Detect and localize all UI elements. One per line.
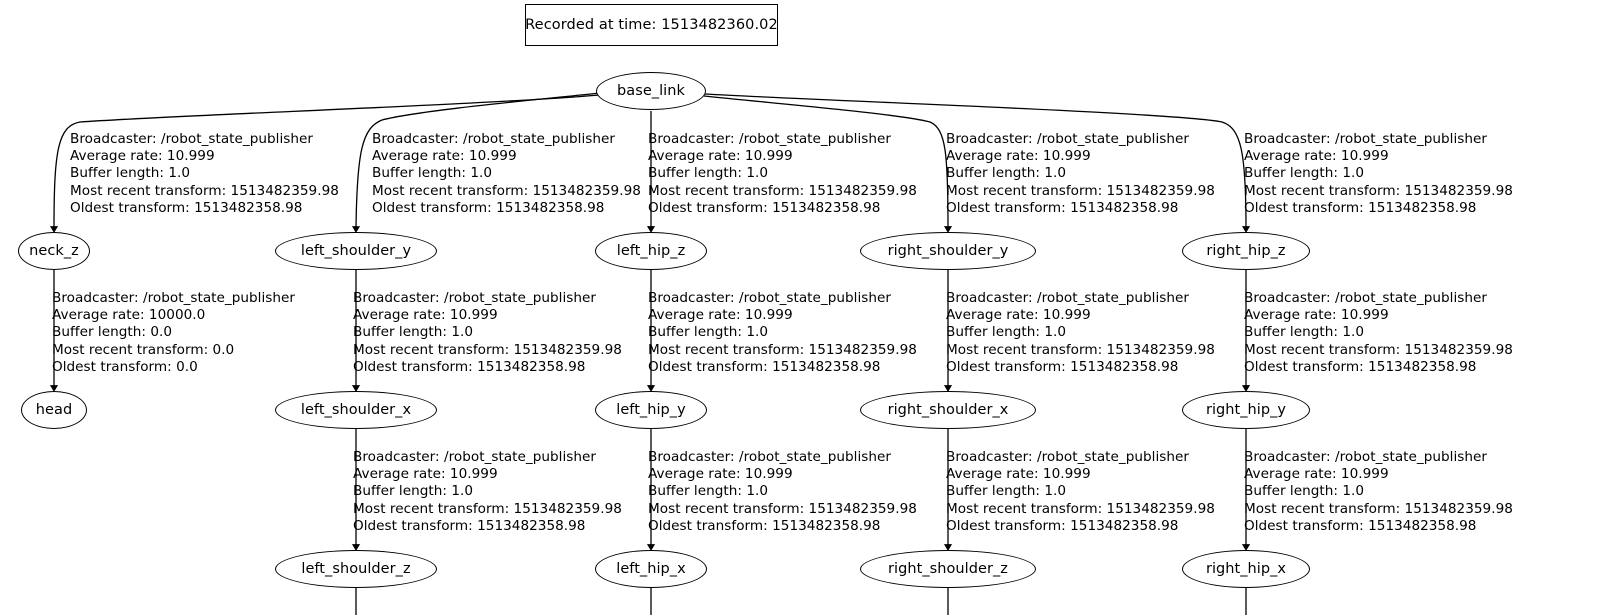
tf-node-head[interactable]: head xyxy=(21,391,87,429)
edge-label-9: Broadcaster: /robot_state_publisher Aver… xyxy=(1244,290,1513,375)
node-label: left_shoulder_z xyxy=(301,561,411,577)
tf-node-right-shoulder-z[interactable]: right_shoulder_z xyxy=(860,550,1036,588)
tf-node-left-hip-y[interactable]: left_hip_y xyxy=(595,391,707,429)
tf-node-right-hip-y[interactable]: right_hip_y xyxy=(1182,391,1310,429)
node-label: right_hip_y xyxy=(1205,402,1287,418)
node-label: right_shoulder_y xyxy=(887,243,1009,259)
edge-label-0: Broadcaster: /robot_state_publisher Aver… xyxy=(70,131,339,216)
node-label: head xyxy=(35,402,73,418)
edge-label-10: Broadcaster: /robot_state_publisher Aver… xyxy=(353,449,622,534)
edge-label-7: Broadcaster: /robot_state_publisher Aver… xyxy=(648,290,917,375)
tf-root-node-base-link[interactable]: base_link xyxy=(596,72,706,110)
tf-node-right-hip-x[interactable]: right_hip_x xyxy=(1182,550,1310,588)
node-label: right_hip_x xyxy=(1205,561,1287,577)
node-label: left_hip_z xyxy=(616,243,686,259)
edge-label-13: Broadcaster: /robot_state_publisher Aver… xyxy=(1244,449,1513,534)
recorded-time-box: Recorded at time: 1513482360.02 xyxy=(525,4,778,46)
tf-node-left-shoulder-y[interactable]: left_shoulder_y xyxy=(275,232,437,270)
tf-node-left-shoulder-x[interactable]: left_shoulder_x xyxy=(275,391,437,429)
node-label: base_link xyxy=(617,83,685,99)
tf-node-neck-z[interactable]: neck_z xyxy=(18,232,90,270)
edge-label-3: Broadcaster: /robot_state_publisher Aver… xyxy=(946,131,1215,216)
tf-node-right-shoulder-y[interactable]: right_shoulder_y xyxy=(860,232,1036,270)
recorded-time-label: Recorded at time: 1513482360.02 xyxy=(525,17,778,33)
node-label: right_shoulder_z xyxy=(888,561,1008,577)
edge-label-1: Broadcaster: /robot_state_publisher Aver… xyxy=(372,131,641,216)
edge-label-5: Broadcaster: /robot_state_publisher Aver… xyxy=(52,290,295,375)
node-label: left_hip_y xyxy=(616,402,686,418)
node-label: neck_z xyxy=(29,243,79,259)
edge-label-4: Broadcaster: /robot_state_publisher Aver… xyxy=(1244,131,1513,216)
edge-label-12: Broadcaster: /robot_state_publisher Aver… xyxy=(946,449,1215,534)
edge-stub-paths xyxy=(355,588,1247,615)
node-label: right_hip_z xyxy=(1206,243,1286,259)
edge-label-8: Broadcaster: /robot_state_publisher Aver… xyxy=(946,290,1215,375)
tf-node-right-hip-z[interactable]: right_hip_z xyxy=(1182,232,1310,270)
node-label: left_hip_x xyxy=(616,561,686,577)
tf-node-right-shoulder-x[interactable]: right_shoulder_x xyxy=(860,391,1036,429)
edge-label-2: Broadcaster: /robot_state_publisher Aver… xyxy=(648,131,917,216)
tf-node-left-hip-z[interactable]: left_hip_z xyxy=(595,232,707,270)
node-label: left_shoulder_x xyxy=(300,402,412,418)
tf-node-left-shoulder-z[interactable]: left_shoulder_z xyxy=(275,550,437,588)
node-label: right_shoulder_x xyxy=(887,402,1009,418)
tf-node-left-hip-x[interactable]: left_hip_x xyxy=(595,550,707,588)
node-label: left_shoulder_y xyxy=(300,243,412,259)
edge-label-11: Broadcaster: /robot_state_publisher Aver… xyxy=(648,449,917,534)
edge-label-6: Broadcaster: /robot_state_publisher Aver… xyxy=(353,290,622,375)
